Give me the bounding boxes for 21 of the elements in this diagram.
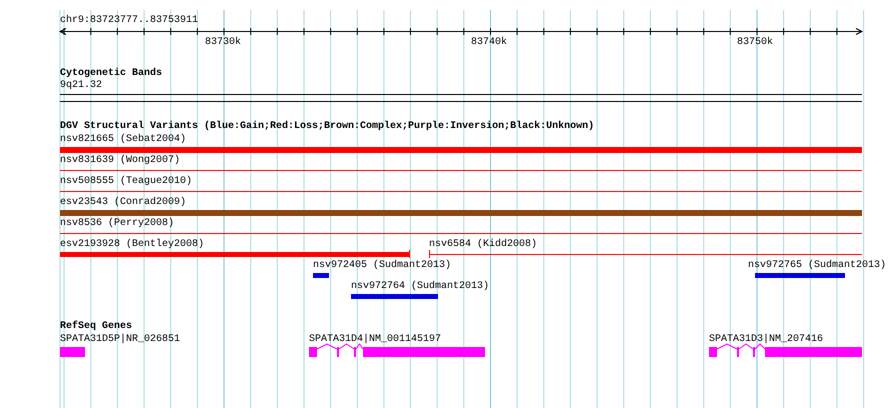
variant-label: nsv972765 (Sudmant2013): [748, 260, 886, 272]
variant-label: nsv508555 (Teague2010): [60, 176, 192, 188]
variant-label: nsv831639 (Wong2007): [60, 155, 180, 167]
variant-label: nsv821665 (Sebat2004): [60, 134, 186, 146]
variant-label: esv2193928 (Bentley2008): [60, 239, 204, 251]
track-title: DGV Structural Variants (Blue:Gain;Red:Loss;Brown:Complex;Purple:Inversion;Black:Unknown): [60, 121, 594, 133]
scale-label: 83750k: [737, 37, 774, 49]
gene-label: SPATA31D3|NM_207416: [709, 334, 824, 346]
track-title: Cytogenetic Bands: [60, 68, 162, 80]
variant-label: nsv6584 (Kidd2008): [429, 239, 538, 251]
variant-label: nsv972764 (Sudmant2013): [351, 281, 490, 293]
scale-label: 83740k: [471, 37, 508, 49]
variant-label: nsv972405 (Sudmant2013): [313, 260, 452, 272]
band-label: 9q21.32: [60, 80, 102, 92]
variant-label: nsv8536 (Perry2008): [60, 218, 174, 230]
locus-label: chr9:83723777..83753911: [60, 15, 198, 27]
scale-label: 83730k: [205, 37, 242, 49]
track-title: RefSeq Genes: [60, 321, 132, 333]
variant-label: esv23543 (Conrad2009): [60, 197, 186, 209]
gene-label: SPATA31D5P|NR_026851: [60, 334, 180, 346]
gene-label: SPATA31D4|NM_001145197: [309, 334, 442, 346]
